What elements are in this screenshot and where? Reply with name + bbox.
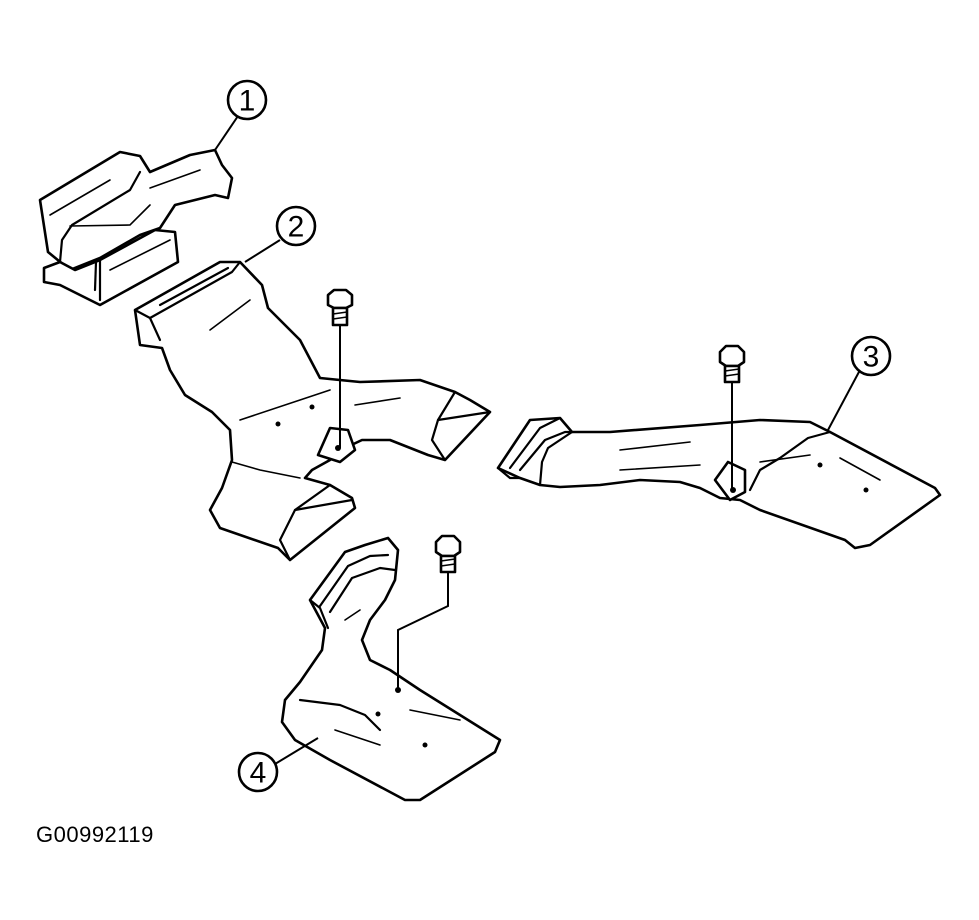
- callout-4-label: 4: [250, 757, 267, 790]
- figure-id: G00992119: [36, 822, 154, 847]
- part-1-vent-outlet: [38, 148, 234, 307]
- part-4-rear-duct: [280, 536, 502, 802]
- callout-3-label: 3: [863, 341, 880, 374]
- bolt-icon: [326, 288, 354, 448]
- callout-1: 1: [214, 79, 268, 151]
- part-3-right-floor-duct: [496, 416, 942, 550]
- bolt-icon: [397, 534, 462, 688]
- callout-1-label: 1: [239, 85, 256, 118]
- callout-3: 3: [827, 335, 892, 431]
- part-2-center-duct: [133, 260, 492, 562]
- callout-2-label: 2: [288, 211, 305, 244]
- bolt-icon: [718, 344, 746, 490]
- callout-2: 2: [244, 205, 317, 263]
- callout-4: 4: [237, 737, 319, 793]
